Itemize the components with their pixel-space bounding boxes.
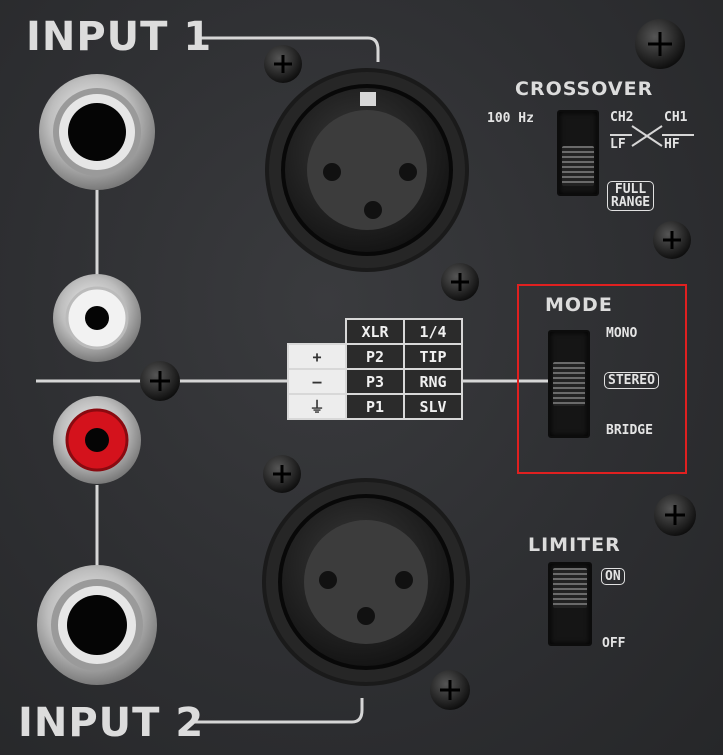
crossover-switch[interactable] [557, 110, 599, 196]
screw-icon [635, 19, 685, 69]
pinout-header-row: XLR 1/4 [288, 318, 463, 345]
table-row: ⏚ P1 SLV [287, 393, 463, 420]
table-row: + P2 TIP [287, 343, 463, 370]
xlr-jack-1[interactable] [265, 68, 469, 272]
screw-icon [140, 361, 180, 401]
pinout-cell: P2 [345, 343, 405, 370]
pinout-table: XLR 1/4 + P2 TIP – P3 RNG ⏚ P1 SLV [287, 318, 463, 420]
quarter-inch-jack-2[interactable] [37, 565, 157, 685]
crossover-switch-knob[interactable] [562, 146, 594, 186]
rca-jack-white[interactable] [53, 274, 141, 362]
screws [140, 19, 696, 710]
limiter-switch[interactable] [548, 562, 592, 646]
mode-bridge-label: BRIDGE [606, 423, 653, 438]
pinout-header-xlr: XLR [345, 318, 405, 345]
quarter-inch-jack-1[interactable] [39, 74, 155, 190]
screw-icon [653, 221, 691, 259]
screw-icon [264, 45, 302, 83]
hf-label: HF [664, 137, 680, 152]
limiter-on-label: ON [601, 568, 625, 585]
input-1-label: INPUT 1 [26, 14, 213, 60]
screw-icon [430, 670, 470, 710]
lf-label: LF [610, 137, 626, 152]
pinout-cell: RNG [403, 368, 463, 395]
pinout-cell: TIP [403, 343, 463, 370]
screw-icon [441, 263, 479, 301]
ch2-label: CH2 [610, 110, 634, 125]
full-range-line-1: FULL [614, 182, 647, 197]
pinout-header-trs: 1/4 [403, 318, 463, 345]
mode-highlight-box [517, 284, 687, 474]
mode-stereo-label: STEREO [604, 372, 659, 389]
plus-icon: + [287, 343, 347, 370]
screw-icon [263, 455, 301, 493]
table-row: – P3 RNG [287, 368, 463, 395]
ch1-label: CH1 [664, 110, 688, 125]
mode-mono-label: MONO [606, 326, 638, 341]
rca-jack-red[interactable] [53, 396, 141, 484]
limiter-off-label: OFF [602, 636, 626, 651]
pinout-cell: P3 [345, 368, 405, 395]
mode-label: MODE [545, 294, 613, 316]
crossover-freq-label: 100 Hz [487, 111, 534, 126]
limiter-label: LIMITER [528, 534, 621, 556]
full-range-line-2: RANGE [611, 195, 651, 210]
crossover-label: CROSSOVER [515, 78, 654, 100]
limiter-switch-knob[interactable] [553, 568, 587, 608]
mode-switch-knob[interactable] [553, 362, 585, 406]
xlr-jack-2[interactable] [262, 478, 470, 686]
full-range-label: FULL RANGE [607, 181, 655, 211]
minus-icon: – [287, 368, 347, 395]
pinout-cell: SLV [403, 393, 463, 420]
ground-icon: ⏚ [287, 393, 347, 420]
input-2-label: INPUT 2 [18, 700, 205, 746]
pinout-cell: P1 [345, 393, 405, 420]
mode-switch[interactable] [548, 330, 590, 438]
screw-icon [654, 494, 696, 536]
